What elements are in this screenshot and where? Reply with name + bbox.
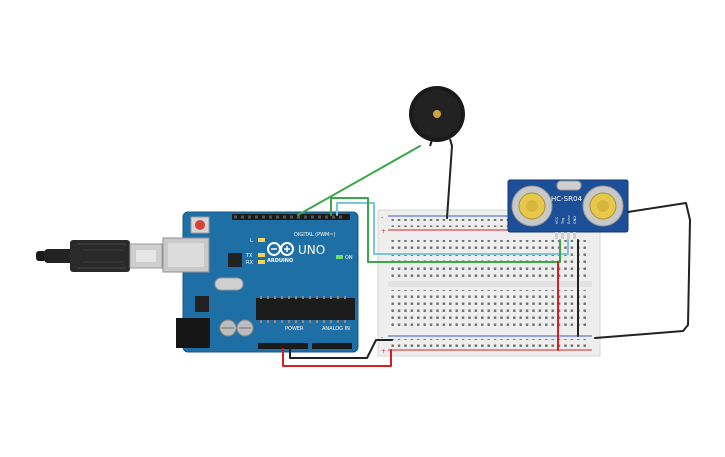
bottom-rail-plus-label: + xyxy=(381,348,386,355)
transducer-left xyxy=(511,185,553,227)
led-l-label: L xyxy=(250,238,253,244)
analog-pin-header[interactable] xyxy=(312,343,352,349)
reset-button[interactable] xyxy=(190,216,210,234)
wire-trig[interactable] xyxy=(336,202,569,255)
led-tx-label: TX xyxy=(245,253,253,259)
top-rail-plus-label: + xyxy=(381,228,386,235)
transducer-right xyxy=(582,185,624,227)
power-header-label: POWER xyxy=(285,326,304,332)
wire-arduino-5v[interactable] xyxy=(282,348,392,367)
wire-buzzer-ground[interactable] xyxy=(446,145,453,219)
sensor-pin-vcc: VCC xyxy=(555,216,559,224)
bottom-rail-minus-label: - xyxy=(381,334,383,341)
top-rail-minus-label: - xyxy=(381,214,383,221)
wire-buzzer-signal[interactable] xyxy=(297,145,421,216)
board-brand-label: UNO xyxy=(298,243,325,257)
wire-arduino-gnd[interactable] xyxy=(289,339,393,359)
wire-echo[interactable] xyxy=(330,197,561,263)
sensor-pin-gnd: GND xyxy=(573,216,577,224)
atmega-chip xyxy=(256,298,355,320)
piezo-buzzer[interactable] xyxy=(409,86,465,147)
led-rx-label: RX xyxy=(246,260,253,266)
power-pin-header[interactable] xyxy=(258,343,308,349)
usb-cable[interactable] xyxy=(36,240,163,272)
wire-rail-loop[interactable] xyxy=(594,202,691,339)
sensor-pin-trig: Trig xyxy=(561,218,565,225)
arduino-uno-board[interactable]: L TX RX ON UNO ARDUINO DIGITAL (PWM~) xyxy=(162,211,359,353)
breadboard[interactable]: - + - + xyxy=(377,209,601,357)
sensor-model-label: HC-SR04 xyxy=(551,195,582,203)
board-maker-label: ARDUINO xyxy=(267,258,293,264)
arduino-logo xyxy=(267,242,294,256)
led-on-label: ON xyxy=(345,255,353,261)
digital-header-label: DIGITAL (PWM~) xyxy=(294,232,336,238)
sensor-pin-echo: Echo xyxy=(567,216,571,225)
analog-header-label: ANALOG IN xyxy=(322,326,350,332)
ultrasonic-sensor[interactable]: HC-SR04 VCC Trig Echo GND xyxy=(507,179,629,239)
